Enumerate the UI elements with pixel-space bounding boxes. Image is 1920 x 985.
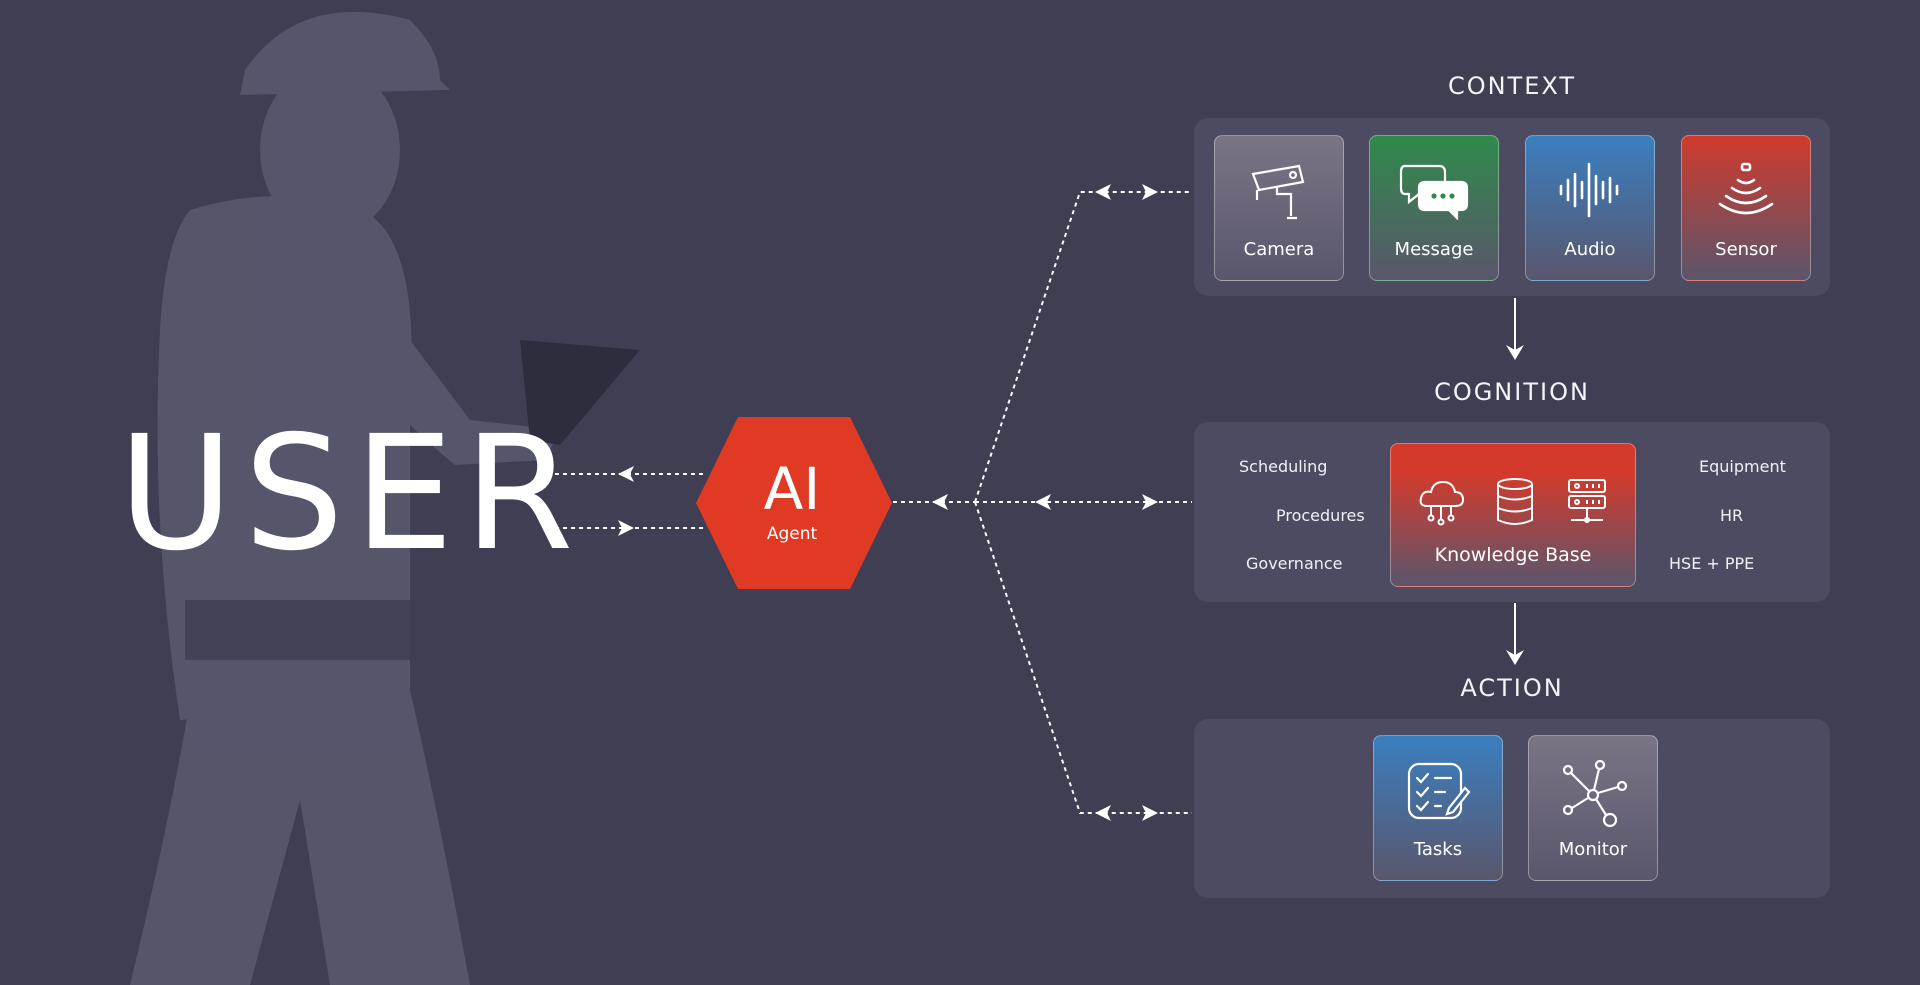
action-title: ACTION — [1460, 674, 1564, 702]
cloud-network-icon — [1419, 480, 1465, 526]
action-panel — [1194, 719, 1830, 898]
ai-agent-title: AI — [763, 455, 821, 523]
sensor-signal-icon — [1682, 160, 1810, 224]
cognition-right-label: HSE + PPE — [1669, 554, 1755, 573]
user-label: USER — [118, 402, 584, 586]
ai-agent-hexagon — [696, 417, 892, 589]
database-icon — [1497, 478, 1533, 525]
context-tile-label: Audio — [1564, 239, 1616, 260]
cognition-title: COGNITION — [1434, 378, 1590, 406]
cognition-left-label: Governance — [1246, 554, 1343, 573]
context-tile-label: Message — [1394, 239, 1474, 260]
context-tile-audio[interactable]: Audio — [1525, 135, 1655, 281]
context-title: CONTEXT — [1447, 72, 1577, 100]
context-tile-label: Camera — [1243, 239, 1315, 260]
context-tile-message[interactable]: Message — [1369, 135, 1499, 281]
network-icon — [1529, 759, 1657, 834]
ai-agent-subtitle: Agent — [766, 524, 818, 544]
checklist-icon — [1374, 760, 1502, 826]
ai-agent-label: AI Agent — [694, 460, 890, 544]
action-tile-monitor[interactable]: Monitor — [1528, 735, 1658, 881]
knowledge-base-tile[interactable]: Knowledge Base — [1390, 443, 1636, 587]
context-tile-camera[interactable]: Camera — [1214, 135, 1344, 281]
chat-bubbles-icon — [1370, 160, 1498, 224]
cognition-left-label: Scheduling — [1239, 457, 1328, 476]
action-tile-tasks[interactable]: Tasks — [1373, 735, 1503, 881]
cognition-right-label: Equipment — [1699, 457, 1786, 476]
server-icon — [1568, 479, 1606, 523]
cognition-left-label: Procedures — [1276, 506, 1365, 525]
action-tile-label: Monitor — [1558, 839, 1628, 860]
worker-silhouette — [130, 11, 640, 985]
context-tile-sensor[interactable]: Sensor — [1681, 135, 1811, 281]
knowledge-base-icons — [1419, 478, 1606, 526]
context-tile-label: Sensor — [1715, 239, 1777, 260]
cognition-right-label: HR — [1720, 506, 1744, 525]
action-tile-label: Tasks — [1413, 839, 1463, 860]
security-camera-icon — [1215, 160, 1343, 228]
audio-wave-icon — [1526, 160, 1654, 224]
knowledge-base-label: Knowledge Base — [1434, 544, 1592, 566]
